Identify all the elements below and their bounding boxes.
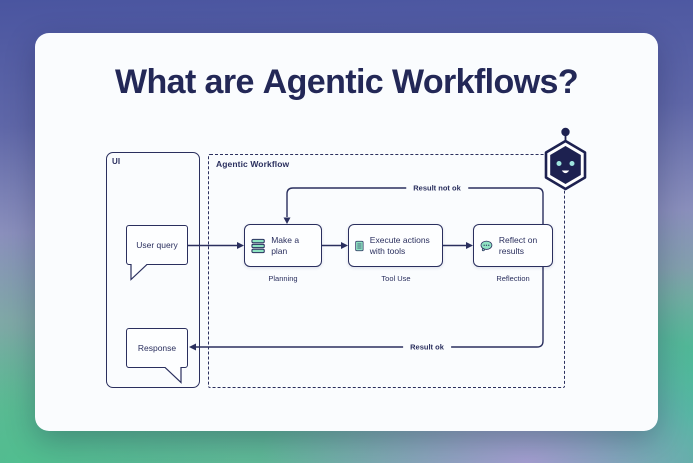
stack-icon [251,238,265,253]
ui-panel-label: UI [112,157,121,166]
step-tool-use: Execute actions with tools [348,224,443,267]
robot-icon [544,127,587,191]
feedback-arrow-label: Result not ok [406,183,468,193]
step-reflection: Reflect on results [473,224,553,267]
thought-bubble-icon [480,240,493,251]
speech-tail-icon [130,263,148,281]
response-text: Response [137,343,177,353]
speech-tail-icon [164,366,182,384]
step-sublabel-tool-use: Tool Use [381,274,411,283]
title-regular: What are [114,63,254,101]
step-label: Execute actions with tools [369,234,430,256]
step-label: Make a plan [271,234,300,256]
success-arrow-label: Result ok [403,342,451,352]
document-icon [355,240,364,251]
agentic-workflow-label: Agentic Workflow [216,159,290,169]
step-sublabel-planning: Planning [268,274,298,283]
page-title: What are Agentic Workflows? [0,63,693,102]
user-query-text: User query [136,240,178,250]
title-bold: Agentic Workflows? [262,63,579,101]
ui-panel [106,152,200,388]
step-label: Reflect on results [498,234,538,256]
step-planning: Make a plan [244,224,322,267]
step-sublabel-reflection: Reflection [496,274,530,283]
agentic-workflow-panel [208,154,565,388]
response-bubble: Response [126,328,188,368]
user-query-bubble: User query [126,225,188,265]
